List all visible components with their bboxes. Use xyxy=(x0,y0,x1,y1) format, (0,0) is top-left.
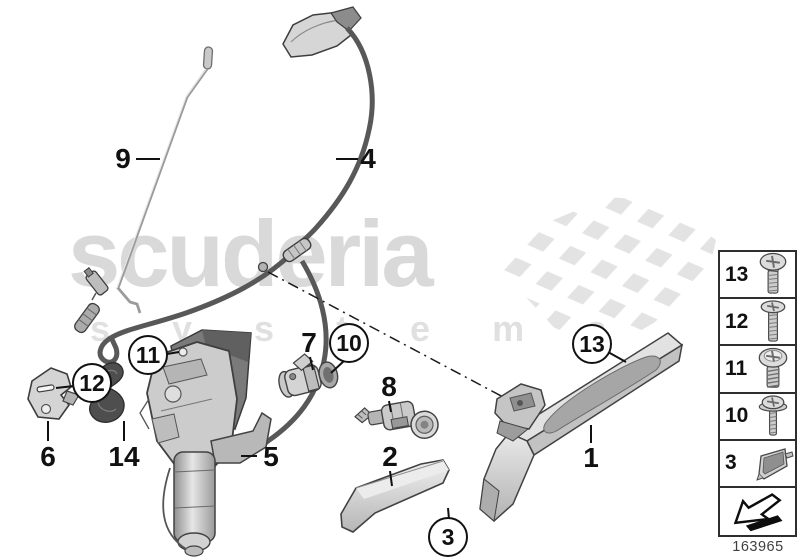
pan-head-screw-icon xyxy=(759,252,787,294)
legend-row-11: 11 xyxy=(720,346,795,394)
callout-14: 14 xyxy=(108,441,140,472)
callout-8: 8 xyxy=(381,371,397,402)
callout-6: 6 xyxy=(40,441,56,472)
door-handle xyxy=(479,332,684,522)
callout-11: 11 xyxy=(128,335,168,375)
callout-5: 5 xyxy=(263,441,279,472)
legend-row-3: 3 xyxy=(720,441,795,489)
fasteners-legend: 13 12 11 xyxy=(718,250,797,537)
cover-plate-icon xyxy=(756,448,794,482)
callout-7: 7 xyxy=(301,327,317,358)
assembly-reference-line xyxy=(267,271,506,399)
callout-1: 1 xyxy=(583,442,599,473)
legend-label-11: 11 xyxy=(725,357,748,380)
legend-label-13: 13 xyxy=(725,262,749,286)
legend-label-12: 12 xyxy=(725,309,749,333)
legend-row-direction xyxy=(720,488,795,535)
legend-row-10: 10 xyxy=(720,394,795,441)
callout-13: 13 xyxy=(572,324,612,364)
legend-label-10: 10 xyxy=(725,404,749,428)
lock-rod xyxy=(116,46,214,314)
cable-connector-plug xyxy=(83,267,109,296)
coarse-thread-screw-icon xyxy=(758,347,788,388)
legend-row-12: 12 xyxy=(720,299,795,347)
washer-head-screw-icon xyxy=(758,395,788,436)
callout-4: 4 xyxy=(360,143,376,174)
callout-12: 12 xyxy=(72,363,112,403)
cable-spring-end xyxy=(74,302,100,334)
legend-row-13: 13 xyxy=(720,252,795,300)
callout-2: 2 xyxy=(382,441,398,472)
callout-3: 3 xyxy=(428,517,468,557)
striker-bracket xyxy=(27,367,80,420)
countersunk-screw-icon xyxy=(760,300,786,342)
legend-label-3: 3 xyxy=(725,451,737,475)
handle-cover-cap xyxy=(340,459,450,533)
callout-9: 9 xyxy=(115,143,131,174)
drawing-number: 163965 xyxy=(732,539,784,555)
lock-motor xyxy=(173,451,216,543)
cable-ball-end xyxy=(257,261,269,273)
cable-barrel-fitting xyxy=(282,237,312,263)
bowden-cable xyxy=(74,6,506,459)
installation-direction-arrow-icon xyxy=(733,493,783,532)
handle-support xyxy=(278,353,339,398)
callout-10: 10 xyxy=(329,323,369,363)
leader-lines xyxy=(47,158,627,520)
door-lock-actuator xyxy=(139,329,272,557)
